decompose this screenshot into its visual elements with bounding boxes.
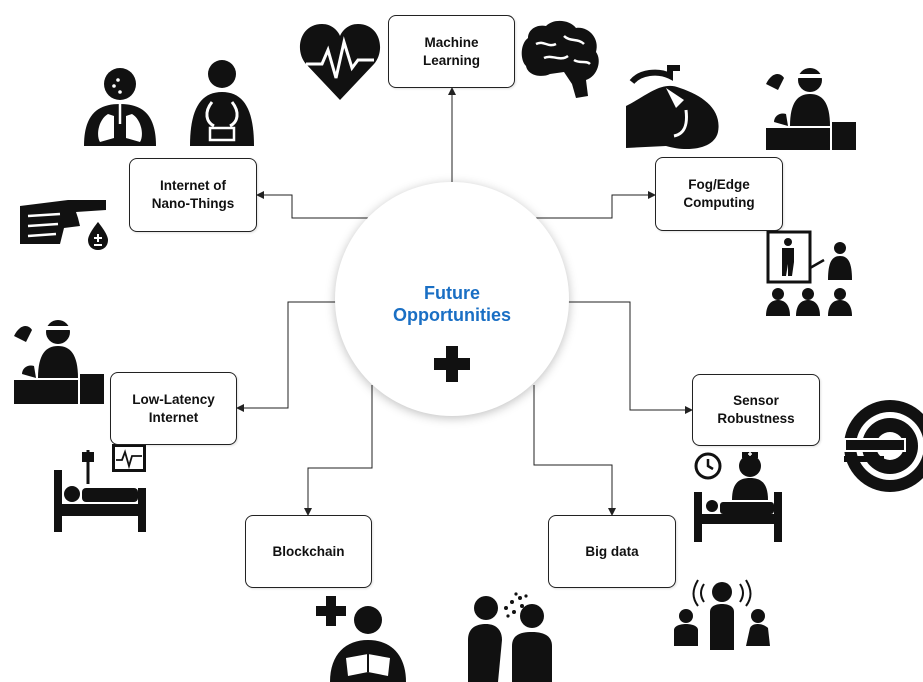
center-hub: Future Opportunities (335, 182, 569, 416)
connector-big-data (533, 385, 616, 516)
node-sensor-robustness[interactable]: Sensor Robustness (692, 374, 820, 446)
brain-icon (521, 20, 599, 98)
medical-cross-icon (434, 346, 470, 382)
connector-blockchain (304, 385, 373, 516)
node-big-data[interactable]: Big data (548, 515, 676, 588)
nurse-bed-clock-icon (694, 452, 782, 542)
node-blockchain[interactable]: Blockchain (245, 515, 372, 588)
hospital-bed-monitor-icon (54, 444, 146, 532)
connector-internet-nano-things (256, 191, 372, 219)
mri-scanner-icon (844, 400, 923, 492)
people-signal-icon (674, 579, 770, 650)
finger-drop-icon (20, 200, 108, 250)
node-fog-edge-computing[interactable]: Fog/Edge Computing (655, 157, 783, 231)
node-internet-of-nano-things[interactable]: Internet of Nano-Things (129, 158, 257, 232)
heartbeat-icon (299, 24, 381, 100)
connector-low-latency (236, 301, 372, 412)
node-low-latency-internet[interactable]: Low-Latency Internet (110, 372, 237, 445)
center-title: Future Opportunities (393, 283, 511, 325)
presentation-audience-icon (766, 230, 852, 316)
node-machine-learning[interactable]: Machine Learning (388, 15, 515, 88)
connector-sensor-robustness (534, 301, 693, 414)
doctor-patient-icon (14, 320, 104, 404)
virus-spread-people-icon (468, 592, 552, 682)
ultrasound-probe-icon (626, 65, 719, 150)
lungs-body-icon (84, 68, 156, 146)
connector-fog-edge (534, 191, 656, 219)
person-reading-cross-icon (316, 596, 406, 682)
doctor-patient-icon (766, 68, 856, 150)
digestive-body-icon (190, 60, 254, 146)
